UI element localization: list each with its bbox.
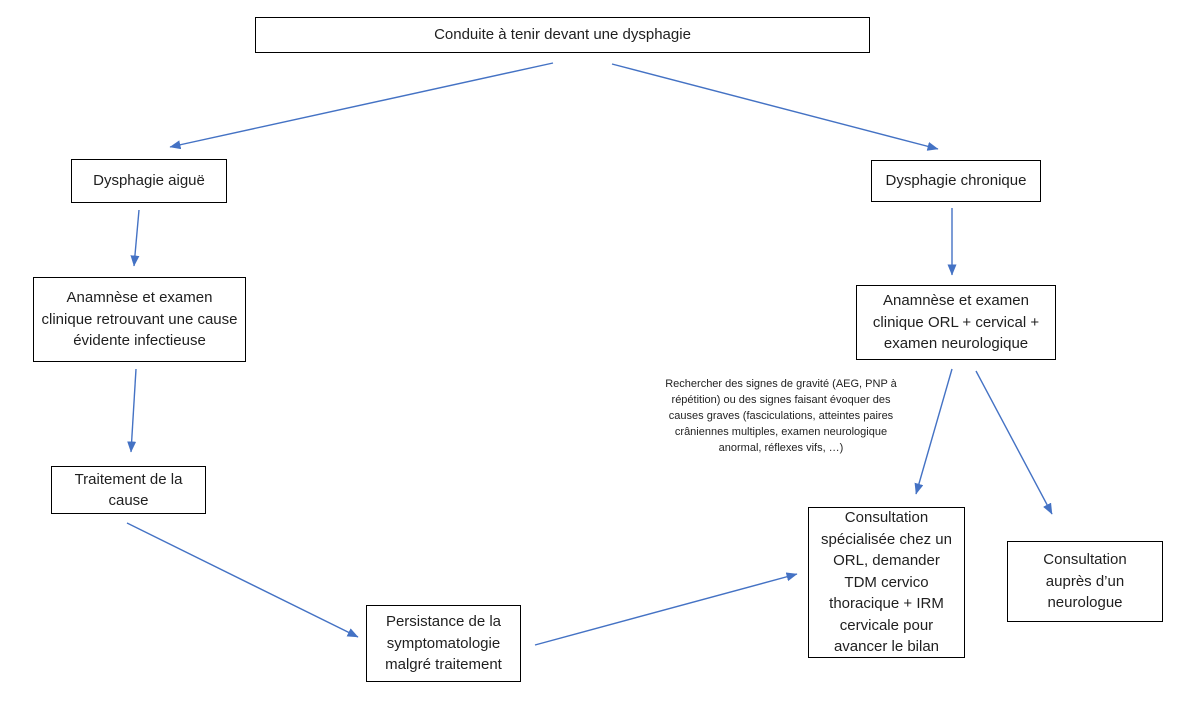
node-anamnese-infectieuse: Anamnèse et examen clinique retrouvant u… xyxy=(33,277,246,362)
node-persistance-symptomatologie: Persistance de la symptomatologie malgré… xyxy=(366,605,521,682)
node-label: Anamnèse et examen clinique retrouvant u… xyxy=(41,289,238,350)
node-label: Persistance de la symptomatologie malgré… xyxy=(385,613,502,674)
node-traitement-cause: Traitement de la cause xyxy=(51,466,206,514)
node-consultation-neurologue: Consultation auprès d’un neurologue xyxy=(1007,541,1163,622)
node-consultation-orl: Consultation spécialisée chez un ORL, de… xyxy=(808,507,965,658)
annotation-text: Rechercher des signes de gravité (AEG, P… xyxy=(665,378,897,454)
node-label: Traitement de la cause xyxy=(74,470,183,510)
annotation-signes-gravite: Rechercher des signes de gravité (AEG, P… xyxy=(655,376,907,456)
node-label: Dysphagie chronique xyxy=(885,172,1027,190)
arrow-title-to-aigue xyxy=(169,62,554,150)
arrow-anamnese-to-traitement xyxy=(127,368,137,453)
title-label: Conduite à tenir devant une dysphagie xyxy=(434,26,691,44)
node-label: Consultation spécialisée chez un ORL, de… xyxy=(821,509,952,656)
arrow-anamnese-to-neurologue xyxy=(975,370,1053,515)
title-node: Conduite à tenir devant une dysphagie xyxy=(255,17,870,53)
arrow-persistance-to-consult-orl xyxy=(534,572,798,646)
arrow-anamnese-to-consult-orl xyxy=(914,368,953,495)
node-dysphagie-chronique: Dysphagie chronique xyxy=(871,160,1041,202)
arrow-title-to-chronique xyxy=(611,63,939,151)
node-label: Consultation auprès d’un neurologue xyxy=(1043,551,1127,612)
arrow-traitement-to-persistance xyxy=(126,522,359,638)
node-label: Anamnèse et examen clinique ORL + cervic… xyxy=(872,292,1040,353)
node-dysphagie-aigue: Dysphagie aiguë xyxy=(71,159,227,203)
node-label: Dysphagie aiguë xyxy=(93,172,205,190)
arrow-aigue-to-anamnese xyxy=(130,209,140,267)
node-anamnese-orl: Anamnèse et examen clinique ORL + cervic… xyxy=(856,285,1056,360)
